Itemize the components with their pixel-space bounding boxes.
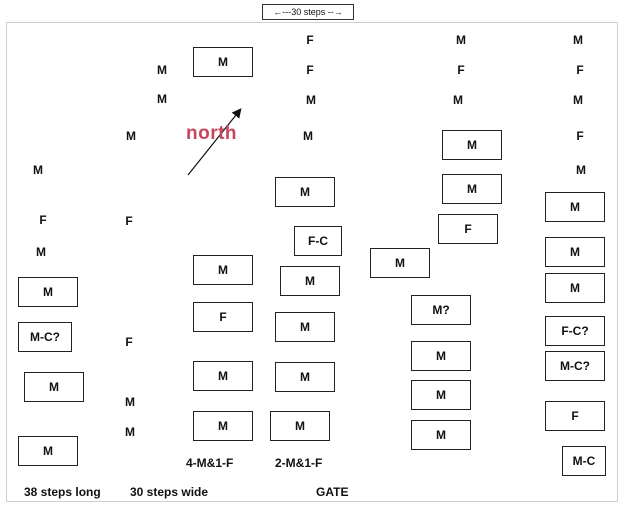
marker-m: M (573, 33, 583, 47)
grave-box: M (193, 255, 253, 285)
marker-m: M (36, 245, 46, 259)
marker-m: M (33, 163, 43, 177)
caption-width: 30 steps wide (130, 485, 209, 499)
grave-box: M (280, 266, 340, 296)
grave-box: M (411, 380, 471, 410)
grave-box: F-C (294, 226, 342, 256)
north-label: north (186, 123, 238, 144)
grave-box: M (193, 47, 253, 77)
grave-box: M (545, 237, 605, 267)
grave-box: M (24, 372, 84, 402)
marker-m: M (126, 129, 136, 143)
grave-box: F (545, 401, 605, 431)
caption-group-b: 2-M&1-F (275, 456, 323, 470)
marker-m: M (157, 63, 167, 77)
marker-m: M (125, 395, 135, 409)
marker-f: F (576, 129, 584, 143)
marker-m: M (303, 129, 313, 143)
plot-area-border (6, 22, 618, 502)
scale-bar: ←---30 steps --→ (262, 4, 354, 20)
marker-f: F (576, 63, 584, 77)
grave-box: M (18, 277, 78, 307)
marker-m: M (157, 92, 167, 106)
grave-box: M (411, 420, 471, 450)
grave-box: M (275, 312, 335, 342)
grave-box: M (411, 341, 471, 371)
grave-box: M-C? (545, 351, 605, 381)
grave-box: M (442, 174, 502, 204)
marker-m: M (456, 33, 466, 47)
marker-f: F (125, 335, 133, 349)
marker-f: F (125, 214, 133, 228)
grave-box: M (545, 273, 605, 303)
grave-box: F (438, 214, 498, 244)
marker-m: M (453, 93, 463, 107)
grave-box: M (18, 436, 78, 466)
grave-box: M (193, 411, 253, 441)
grave-box: M (545, 192, 605, 222)
marker-f: F (306, 33, 314, 47)
caption-length: 38 steps long (24, 485, 101, 499)
grave-box: M (275, 362, 335, 392)
grave-box: M? (411, 295, 471, 325)
gate-label: GATE (316, 485, 349, 499)
marker-f: F (306, 63, 314, 77)
caption-group-a: 4-M&1-F (186, 456, 234, 470)
grave-box: M (275, 177, 335, 207)
scale-label: ←---30 steps --→ (273, 7, 343, 17)
marker-m: M (306, 93, 316, 107)
marker-f: F (457, 63, 465, 77)
grave-box: M-C? (18, 322, 72, 352)
marker-f: F (39, 213, 47, 227)
grave-box: F-C? (545, 316, 605, 346)
grave-box: M (270, 411, 330, 441)
marker-m: M (576, 163, 586, 177)
grave-box: M (193, 361, 253, 391)
grave-box: M (370, 248, 430, 278)
grave-box: M-C (562, 446, 606, 476)
grave-box: M (442, 130, 502, 160)
grave-box: F (193, 302, 253, 332)
marker-m: M (573, 93, 583, 107)
marker-m: M (125, 425, 135, 439)
